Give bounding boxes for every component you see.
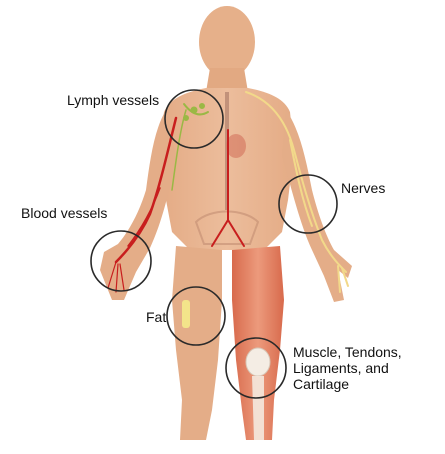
pelvis xyxy=(194,210,260,245)
blood-vessel-arm-main xyxy=(114,116,178,264)
lymph-node xyxy=(183,115,189,121)
heart xyxy=(226,134,246,158)
blood-vessel-hand-2 xyxy=(115,263,119,293)
right-leg xyxy=(232,246,284,440)
lymph-node xyxy=(190,106,198,114)
nerve-hand-1 xyxy=(337,265,341,293)
head xyxy=(199,6,255,78)
nerves-circle xyxy=(278,174,338,234)
kneecap xyxy=(245,347,271,377)
nerve-arm-main xyxy=(245,91,347,273)
aorta xyxy=(211,129,245,247)
lymph-vessels xyxy=(171,103,209,191)
fat-circle xyxy=(166,286,226,346)
tibia xyxy=(252,376,264,440)
blood-vessel-hand-3 xyxy=(119,263,125,291)
highlight-circles xyxy=(90,89,338,399)
nerve-arm-branch xyxy=(289,139,313,227)
lymph-node xyxy=(199,103,205,109)
blood-vessels xyxy=(107,116,245,293)
knee-joint xyxy=(245,347,271,440)
fat-layer xyxy=(182,300,190,328)
blood-vessels-circle xyxy=(90,230,152,292)
muscle-label-line-3: Cartilage xyxy=(293,376,350,392)
blood-vessel-arm-branch xyxy=(127,187,161,247)
lymph-vessels-label: Lymph vessels xyxy=(67,92,160,108)
neck xyxy=(206,68,248,92)
lymph-vessels-circle xyxy=(164,89,224,149)
nerves-label: Nerves xyxy=(341,180,386,196)
right-arm xyxy=(282,110,352,302)
fat-label: Fat xyxy=(146,309,167,325)
left-arm xyxy=(100,110,176,300)
left-leg xyxy=(172,246,222,440)
blood-vessel-hand-1 xyxy=(107,261,117,289)
muscle-circle xyxy=(225,337,287,399)
nerve-hand-2 xyxy=(341,267,349,287)
blood-vessels-label: Blood vessels xyxy=(21,205,108,221)
muscle-label-line-1: Muscle, Tendons, xyxy=(293,344,402,360)
muscle-tendons-label: Muscle, Tendons, Ligaments, and Cartilag… xyxy=(293,344,423,392)
nerves xyxy=(245,91,349,293)
muscle-label-line-2: Ligaments, and xyxy=(293,360,389,376)
